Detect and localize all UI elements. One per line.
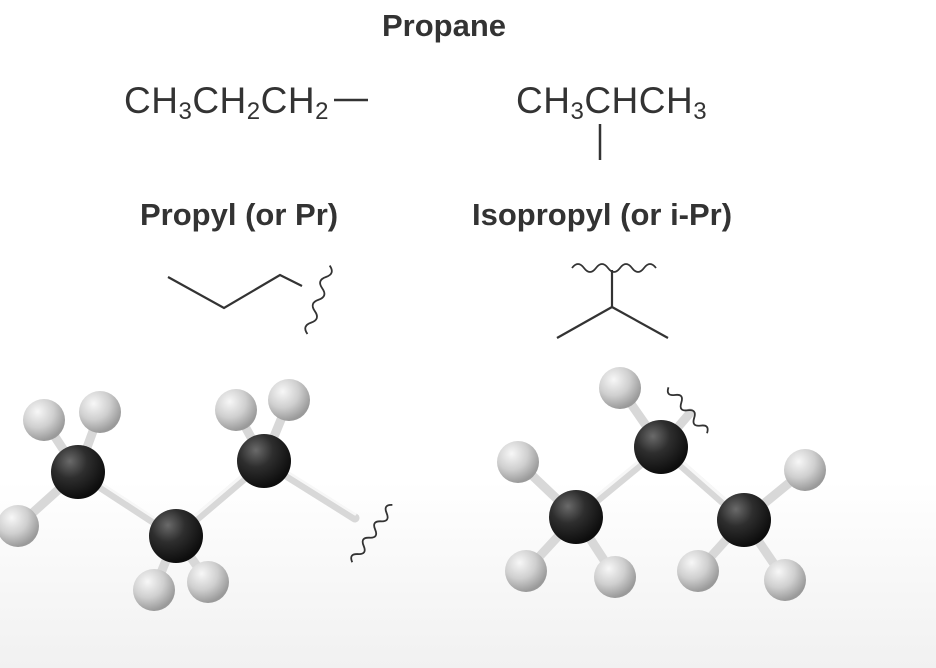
- propyl-carbon-atom: [237, 434, 291, 488]
- propyl-formula-sub-2a: 2: [246, 98, 261, 125]
- isopropyl-hydrogen-atom: [784, 449, 826, 491]
- isopropyl-ball-and-stick-model: [497, 367, 826, 601]
- isopropyl-hydrogen-atom: [677, 550, 719, 592]
- propyl-formula-ch-1: CH: [124, 80, 179, 121]
- propyl-model-wavy-mark: [350, 504, 393, 563]
- propyl-wavy-bond-mark: [304, 265, 333, 335]
- isopropyl-formula-sub-3a: 3: [570, 98, 585, 125]
- isopropyl-carbon-atom: [634, 420, 688, 474]
- isopropyl-carbon-atom: [717, 493, 771, 547]
- isopropyl-formula-sub-3b: 3: [693, 98, 708, 125]
- propyl-formula-sub-3: 3: [178, 98, 193, 125]
- propyl-ball-and-stick-model: [0, 379, 393, 611]
- isopropyl-label: Isopropyl (or i-Pr): [472, 197, 733, 232]
- isopropyl-hydrogen-atom: [764, 559, 806, 601]
- propyl-condensed-formula: CH3CH2CH2: [124, 80, 329, 125]
- propyl-hydrogen-atom: [79, 391, 121, 433]
- isopropyl-hydrogen-atom: [505, 550, 547, 592]
- propyl-label: Propyl (or Pr): [140, 197, 339, 232]
- isopropyl-hydrogen-atom: [497, 441, 539, 483]
- propyl-carbon-atom: [51, 445, 105, 499]
- isopropyl-wavy-bond-mark: [571, 263, 657, 273]
- isopropyl-formula-chch: CHCH: [584, 80, 694, 121]
- diagram-title: Propane: [381, 8, 507, 43]
- propyl-formula-sub-2b: 2: [315, 98, 329, 125]
- propyl-hydrogen-atom: [23, 399, 65, 441]
- isopropyl-condensed-formula: CH3CHCH3: [516, 80, 708, 125]
- propyl-hydrogen-atom: [0, 505, 39, 547]
- propyl-carbon-atom: [149, 509, 203, 563]
- isopropyl-carbon-atom: [549, 490, 603, 544]
- isopropyl-formula-ch-1: CH: [516, 80, 571, 121]
- isopropyl-skeletal-right: [611, 306, 669, 339]
- isopropyl-model-wavy-mark: [666, 387, 709, 434]
- propyl-hydrogen-atom: [268, 379, 310, 421]
- isopropyl-bonds: [513, 383, 810, 585]
- propyl-hydrogen-atom: [187, 561, 229, 603]
- isopropyl-hydrogen-atom: [594, 556, 636, 598]
- isopropyl-hydrogen-atom: [599, 367, 641, 409]
- propyl-formula-ch-2: CH: [192, 80, 247, 121]
- propyl-hydrogen-atom: [215, 389, 257, 431]
- isopropyl-skeletal-left: [556, 306, 613, 339]
- propyl-skeletal-structure: [167, 273, 303, 310]
- propyl-hydrogen-atom: [133, 569, 175, 611]
- propyl-formula-ch-3: CH: [260, 80, 316, 121]
